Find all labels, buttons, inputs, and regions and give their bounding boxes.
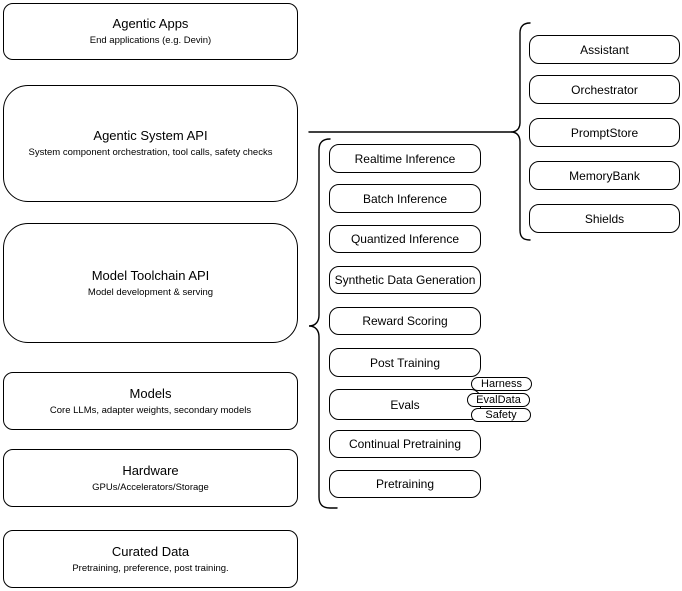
box-label: Continual Pretraining bbox=[348, 437, 462, 451]
box-batch-inference: Batch Inference bbox=[329, 184, 481, 213]
box-evals: Evals bbox=[329, 389, 481, 420]
box-agentic-system-api: Agentic System API System component orch… bbox=[3, 85, 298, 202]
box-continual-pretraining: Continual Pretraining bbox=[329, 430, 481, 458]
box-label: PromptStore bbox=[570, 125, 639, 140]
box-label: Synthetic Data Generation bbox=[334, 273, 476, 287]
box-label: Batch Inference bbox=[362, 191, 448, 206]
box-subtitle: System component orchestration, tool cal… bbox=[28, 147, 273, 158]
system-components-brace bbox=[510, 22, 531, 241]
pill-label: EvalData bbox=[476, 394, 521, 406]
box-pretraining: Pretraining bbox=[329, 470, 481, 498]
box-title: Curated Data bbox=[111, 543, 190, 559]
box-subtitle: Core LLMs, adapter weights, secondary mo… bbox=[49, 404, 252, 416]
box-label: Orchestrator bbox=[571, 82, 638, 97]
box-title: Model Toolchain API bbox=[91, 267, 210, 283]
box-subtitle: End applications (e.g. Devin) bbox=[89, 35, 212, 46]
box-model-toolchain-api: Model Toolchain API Model development & … bbox=[3, 223, 298, 343]
box-orchestrator: Orchestrator bbox=[529, 75, 680, 104]
pill-harness: Harness bbox=[471, 377, 532, 391]
box-post-training: Post Training bbox=[329, 348, 481, 377]
box-label: Realtime Inference bbox=[354, 151, 456, 166]
box-reward-scoring: Reward Scoring bbox=[329, 307, 481, 335]
box-label: Quantized Inference bbox=[350, 232, 460, 246]
box-title: Agentic System API bbox=[93, 128, 208, 143]
box-label: Post Training bbox=[369, 355, 441, 370]
box-label: Evals bbox=[390, 397, 420, 412]
box-synthetic-data-generation: Synthetic Data Generation bbox=[329, 266, 481, 294]
box-subtitle: Model development & serving bbox=[87, 286, 214, 298]
box-curated-data: Curated Data Pretraining, preference, po… bbox=[3, 530, 298, 588]
box-subtitle: GPUs/Accelerators/Storage bbox=[92, 481, 209, 493]
box-subtitle: Pretraining, preference, post training. bbox=[72, 562, 229, 574]
pill-label: Safety bbox=[485, 409, 517, 421]
box-models: Models Core LLMs, adapter weights, secon… bbox=[3, 372, 298, 430]
box-memorybank: MemoryBank bbox=[529, 161, 680, 190]
box-label: MemoryBank bbox=[569, 168, 640, 183]
box-label: Reward Scoring bbox=[362, 314, 448, 328]
pill-safety: Safety bbox=[471, 408, 531, 422]
box-title: Models bbox=[129, 385, 172, 401]
box-hardware: Hardware GPUs/Accelerators/Storage bbox=[3, 449, 298, 507]
box-shields: Shields bbox=[529, 204, 680, 233]
box-agentic-apps: Agentic Apps End applications (e.g. Devi… bbox=[3, 3, 298, 60]
box-quantized-inference: Quantized Inference bbox=[329, 225, 481, 253]
box-title: Hardware bbox=[122, 462, 179, 478]
box-assistant: Assistant bbox=[529, 35, 680, 64]
pill-evaldata: EvalData bbox=[467, 393, 530, 407]
pill-label: Harness bbox=[481, 378, 522, 390]
box-label: Pretraining bbox=[375, 477, 435, 491]
box-realtime-inference: Realtime Inference bbox=[329, 144, 481, 173]
box-label: Assistant bbox=[580, 42, 629, 57]
box-label: Shields bbox=[584, 211, 625, 226]
box-promptstore: PromptStore bbox=[529, 118, 680, 147]
box-title: Agentic Apps bbox=[112, 16, 189, 31]
